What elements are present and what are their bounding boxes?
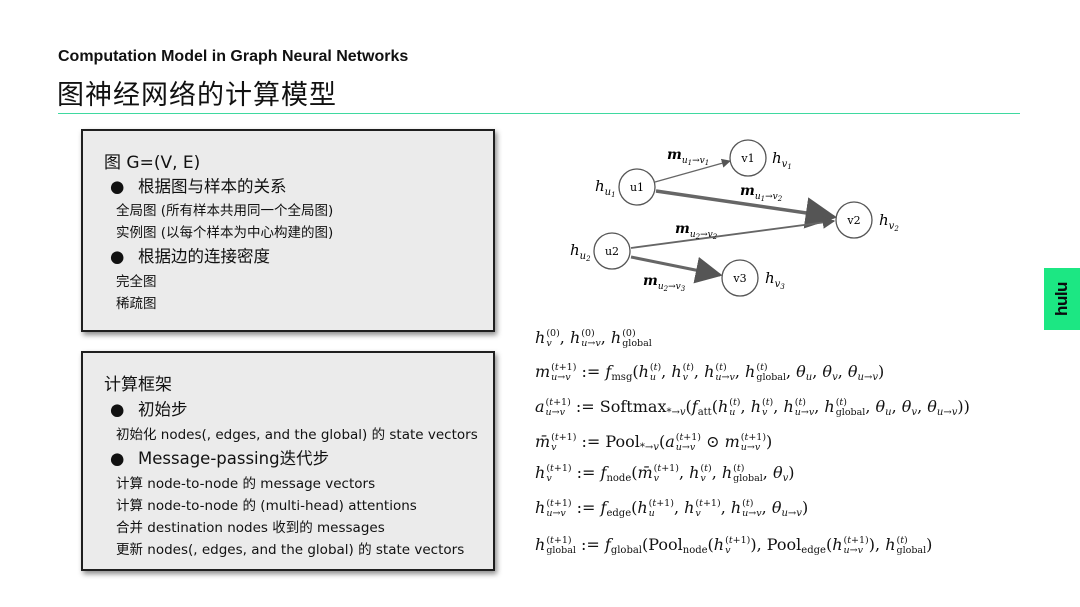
bullet-text: 根据图与样本的关系 bbox=[138, 177, 287, 196]
framework-item: 计算 node-to-node 的 message vectors bbox=[116, 476, 376, 492]
graph-types-heading: 图 G=(V, E) bbox=[104, 153, 201, 173]
framework-item: 初始化 nodes(, edges, and the global) 的 sta… bbox=[116, 427, 478, 443]
framework-item: 更新 nodes(, edges, and the global) 的 stat… bbox=[116, 542, 465, 558]
framework-item: 计算 node-to-node 的 (multi-head) attention… bbox=[116, 498, 417, 514]
node-u1: u1 bbox=[618, 168, 656, 206]
bullet-dot: ● bbox=[110, 449, 125, 468]
node-u2: u2 bbox=[593, 232, 631, 270]
graph-types-item: 全局图 (所有样本共用同一个全局图) bbox=[116, 203, 334, 219]
node-label: u1 bbox=[630, 181, 644, 194]
framework-bullet-2: ● Message-passing迭代步 bbox=[110, 445, 329, 469]
framework-box: 计算框架 ● 初始步 初始化 nodes(, edges, and the glo… bbox=[81, 351, 495, 571]
state-label-hv3: hv3 bbox=[765, 269, 785, 291]
graph-types-box: 图 G=(V, E) ● 根据图与样本的关系 全局图 (所有样本共用同一个全局图)… bbox=[81, 129, 495, 332]
message-label-u2-v3: mu2→v3 bbox=[643, 273, 686, 293]
graph-types-item: 实例图 (以每个样本为中心构建的图) bbox=[116, 225, 334, 241]
equation-edge-update: h(t+1)u→v := fedge(h(t+1)u, h(t+1)v, h(t… bbox=[535, 497, 809, 519]
bullet-text: 根据边的连接密度 bbox=[138, 247, 270, 266]
edge-u1-v2 bbox=[655, 189, 838, 229]
message-label-u1-v1: mu1→v1 bbox=[667, 147, 709, 167]
node-label: u2 bbox=[605, 245, 619, 258]
title-divider bbox=[58, 113, 1020, 114]
state-label-hv1: hv1 bbox=[772, 149, 792, 171]
equation-message: m(t+1)u→v := fmsg(h(t)u, h(t)v, h(t)u→v,… bbox=[535, 361, 885, 383]
bullet-text: Message-passing迭代步 bbox=[138, 449, 330, 468]
state-label-hu1: hu1 bbox=[595, 177, 616, 199]
message-label-u1-v2: mu1→v2 bbox=[740, 183, 783, 203]
framework-heading: 计算框架 bbox=[104, 375, 172, 395]
edge-u2-v3 bbox=[630, 255, 723, 284]
node-label: v3 bbox=[732, 272, 746, 285]
framework-bullet-1: ● 初始步 bbox=[110, 396, 188, 420]
node-label: v2 bbox=[846, 214, 860, 227]
equation-global-update: h(t+1)global := fglobal(Poolnode(h(t+1)v… bbox=[535, 534, 933, 556]
bullet-dot: ● bbox=[110, 247, 125, 266]
graph-types-bullet-1: ● 根据图与样本的关系 bbox=[110, 173, 287, 197]
state-label-hv2: hv2 bbox=[879, 211, 899, 233]
graph-types-item: 稀疏图 bbox=[116, 296, 157, 312]
node-v2: v2 bbox=[835, 201, 873, 239]
equation-attention: a(t+1)u→v := Softmax*→v(fatt(h(t)u, h(t)… bbox=[535, 396, 970, 418]
node-label: v1 bbox=[740, 152, 754, 165]
bullet-dot: ● bbox=[110, 177, 125, 196]
equation-pool: m̄(t+1)v := Pool*→v(a(t+1)u→v ⊙ m(t+1)u→… bbox=[535, 431, 773, 453]
framework-item: 合并 destination nodes 收到的 messages bbox=[116, 520, 385, 536]
edge-u1-v1 bbox=[654, 158, 731, 183]
hulu-logo-text: hulu bbox=[1051, 282, 1071, 316]
node-v1: v1 bbox=[729, 139, 767, 177]
graph-types-bullet-2: ● 根据边的连接密度 bbox=[110, 243, 270, 267]
graph-types-item: 完全图 bbox=[116, 274, 157, 290]
bullet-dot: ● bbox=[110, 400, 125, 419]
message-passing-graph: u1 u2 v1 v2 v3 hu1 hu2 hv1 hv2 hv3 mu1→v… bbox=[570, 139, 899, 297]
slide-title: 图神经网络的计算模型 bbox=[57, 80, 337, 111]
equation-node-update: h(t+1)v := fnode(m̄(t+1)v, h(t)v, h(t)gl… bbox=[535, 462, 795, 484]
edge-u2-v2 bbox=[630, 216, 836, 249]
state-label-hu2: hu2 bbox=[570, 241, 591, 263]
equation-init: h(0)v, h(0)u→v, h(0)global bbox=[535, 327, 652, 349]
slide-subtitle: Computation Model in Graph Neural Networ… bbox=[58, 48, 409, 65]
message-label-u2-v2: mu2→v2 bbox=[675, 221, 718, 241]
bullet-text: 初始步 bbox=[138, 400, 188, 419]
hulu-logo: hulu bbox=[1044, 268, 1080, 330]
node-v3: v3 bbox=[721, 259, 759, 297]
